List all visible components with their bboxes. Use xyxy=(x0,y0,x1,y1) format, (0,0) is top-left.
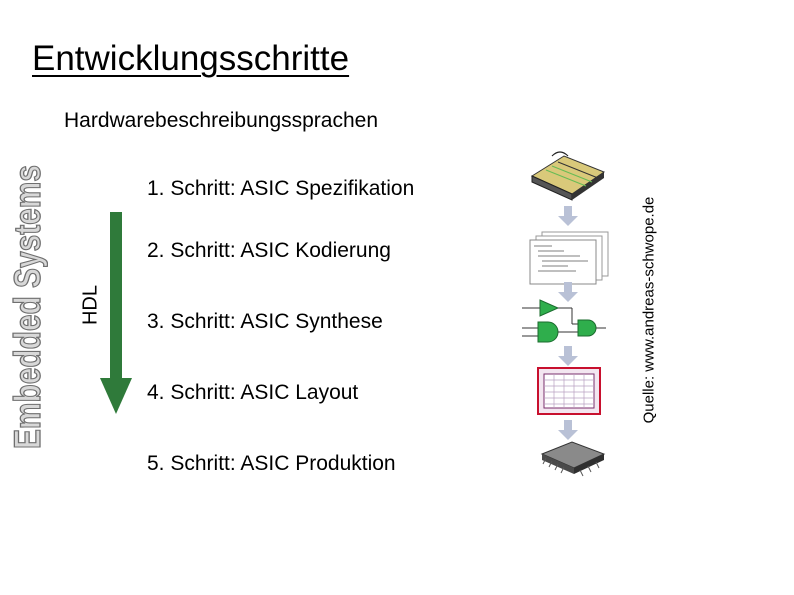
page-title: Entwicklungsschritte xyxy=(32,39,350,78)
page-subtitle: Hardwarebeschreibungssprachen xyxy=(64,109,379,132)
step-1: 1. Schritt: ASIC Spezifikation xyxy=(147,177,415,200)
process-arrow xyxy=(100,212,132,419)
step-4: 4. Schritt: ASIC Layout xyxy=(147,381,359,404)
source-note-text: Quelle: www.andreas-schwope.de xyxy=(640,196,658,424)
side-label: Embedded Systems xyxy=(0,0,48,595)
flow-arrow-2 xyxy=(558,282,578,302)
code-documents-icon xyxy=(529,231,609,285)
side-label-text: Embedded Systems xyxy=(7,165,48,449)
step-3: 3. Schritt: ASIC Synthese xyxy=(147,310,383,333)
flow-arrow-3 xyxy=(558,346,578,366)
flow-arrow-4 xyxy=(558,420,578,440)
process-arrow-shaft xyxy=(110,212,122,380)
process-arrow-head xyxy=(100,378,132,414)
book-icon xyxy=(530,151,606,201)
logic-gates-icon xyxy=(522,299,606,343)
step-5: 5. Schritt: ASIC Produktion xyxy=(147,452,396,475)
flow-illustration xyxy=(512,150,622,485)
step-2: 2. Schritt: ASIC Kodierung xyxy=(147,239,391,262)
flow-arrow-1 xyxy=(558,206,578,226)
ic-package-icon xyxy=(540,441,606,477)
chip-layout-icon xyxy=(537,367,601,415)
source-note: Quelle: www.andreas-schwope.de xyxy=(637,150,661,470)
